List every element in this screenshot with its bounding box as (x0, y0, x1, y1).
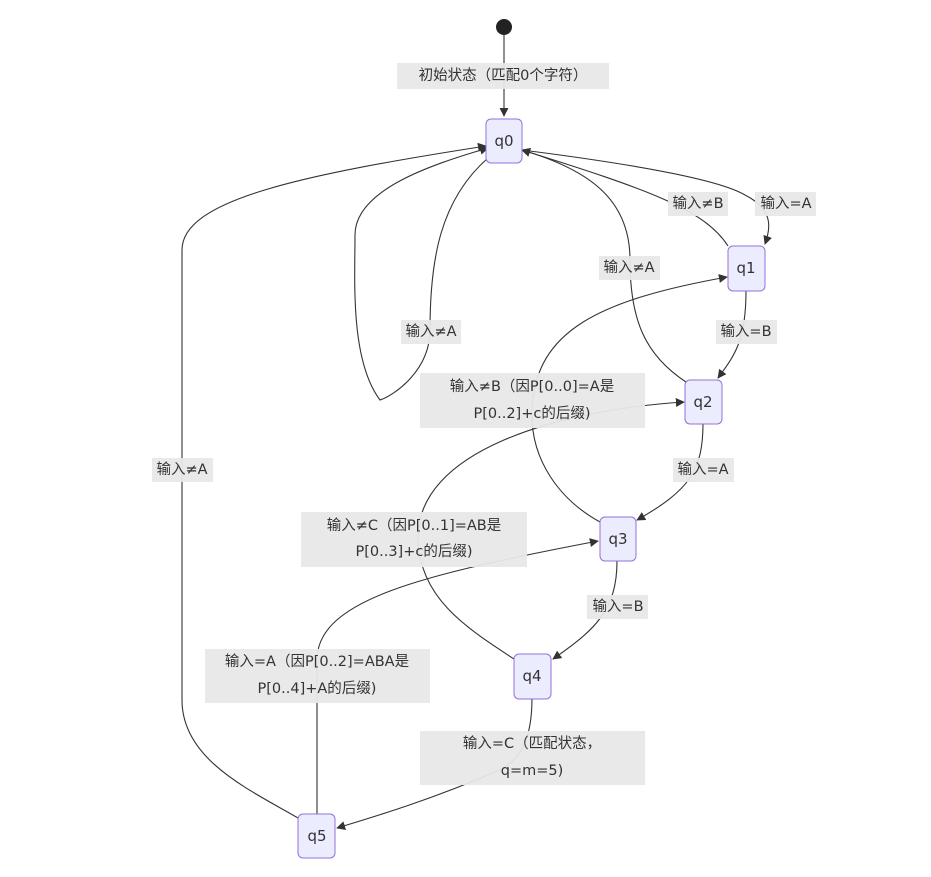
edge-q5-to-q3 (316, 538, 599, 814)
label-q0-self: 输入≠A (401, 320, 461, 344)
svg-text:P[0..4]+A的后缀): P[0..4]+A的后缀) (258, 680, 377, 697)
label-q5-to-q3: 输入=A（因P[0..2]=ABA是 P[0..4]+A的后缀) (205, 649, 430, 703)
state-q2[interactable]: q2 (684, 379, 723, 425)
edge-labels: 初始状态（匹配0个字符） 输入≠A 输入≠B 输入=A 输入≠A 输入=B 输入… (152, 63, 816, 785)
edge-q0-to-q1 (521, 149, 772, 245)
svg-text:q0: q0 (494, 132, 513, 150)
svg-text:q2: q2 (693, 393, 712, 411)
label-q4-to-q5: 输入=C（匹配状态， q=m=5) (420, 731, 645, 785)
state-q5[interactable]: q5 (297, 813, 336, 859)
svg-text:q1: q1 (736, 259, 755, 277)
label-q2-to-q0: 输入≠A (599, 256, 660, 280)
svg-text:输入=A: 输入=A (677, 461, 728, 478)
svg-text:输入=C（匹配状态，: 输入=C（匹配状态， (463, 735, 601, 752)
svg-text:输入=B: 输入=B (592, 598, 643, 615)
state-q0[interactable]: q0 (485, 118, 523, 164)
edge-q1-to-q2 (717, 290, 747, 379)
state-q1[interactable]: q1 (727, 245, 766, 292)
state-q4[interactable]: q4 (513, 653, 552, 700)
start-dot (496, 19, 512, 35)
label-q2-to-q3: 输入=A (673, 458, 734, 482)
svg-text:输入≠A: 输入≠A (405, 323, 456, 340)
svg-text:q3: q3 (608, 530, 627, 548)
svg-text:输入≠B: 输入≠B (672, 195, 723, 212)
label-q3-to-q1: 输入≠B（因P[0..0]=A是 P[0..2]+c的后缀) (420, 373, 645, 428)
edge-q1-to-q0 (521, 148, 729, 247)
svg-text:P[0..2]+c的后缀): P[0..2]+c的后缀) (473, 405, 590, 422)
edge-q0-self-loop (354, 145, 489, 401)
label-q1-to-q2: 输入=B (716, 320, 777, 344)
label-q1-to-q0: 输入≠B (668, 192, 728, 216)
states: q0 q1 q2 q3 q4 q5 (297, 118, 766, 859)
svg-text:输入=B: 输入=B (720, 323, 771, 340)
svg-text:输入=A: 输入=A (760, 195, 811, 212)
svg-text:输入=A（因P[0..2]=ABA是: 输入=A（因P[0..2]=ABA是 (225, 653, 409, 670)
label-q0-to-q1: 输入=A (755, 192, 816, 216)
svg-text:输入≠A: 输入≠A (156, 461, 207, 478)
svg-text:q=m=5): q=m=5) (501, 763, 564, 779)
svg-text:输入≠C（因P[0..1]=AB是: 输入≠C（因P[0..1]=AB是 (327, 517, 502, 534)
state-q3[interactable]: q3 (599, 516, 637, 562)
svg-text:P[0..3]+c的后缀): P[0..3]+c的后缀) (355, 543, 472, 560)
edges (181, 34, 772, 830)
svg-text:q4: q4 (522, 667, 541, 685)
label-q3-to-q4: 输入=B (587, 595, 648, 619)
svg-text:初始状态（匹配0个字符）: 初始状态（匹配0个字符） (419, 67, 588, 84)
label-start: 初始状态（匹配0个字符） (397, 63, 609, 89)
label-q5-to-q0: 输入≠A (152, 458, 213, 482)
svg-text:q5: q5 (307, 827, 326, 845)
svg-text:输入≠B（因P[0..0]=A是: 输入≠B（因P[0..0]=A是 (450, 378, 614, 395)
edge-q5-to-q0 (181, 142, 487, 819)
label-q4-to-q2: 输入≠C（因P[0..1]=AB是 P[0..3]+c的后缀) (301, 512, 527, 567)
svg-text:输入≠A: 输入≠A (603, 259, 654, 276)
